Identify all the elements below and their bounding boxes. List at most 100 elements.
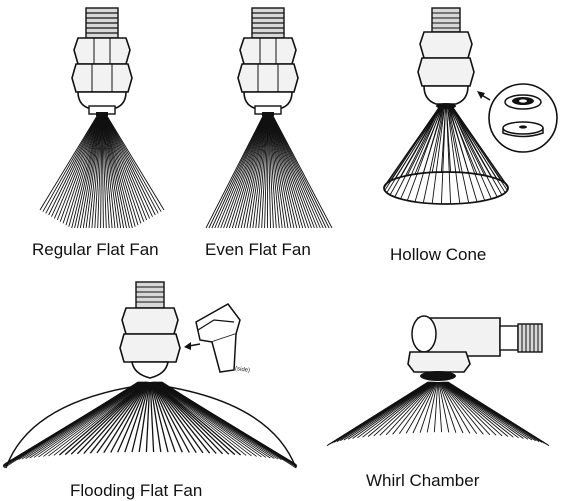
spray-envelope (5, 383, 297, 469)
spray-line (258, 115, 268, 229)
spray-line (449, 105, 486, 176)
spray-line (79, 115, 101, 229)
even-flat-fan-label: Even Flat Fan (205, 240, 311, 259)
spray-line (446, 105, 461, 204)
spray-line (431, 105, 446, 173)
spray-line (103, 381, 149, 454)
spray-line (96, 381, 148, 454)
spray-line (422, 105, 445, 203)
spray-line (271, 115, 321, 229)
spray-line (74, 115, 101, 229)
spray-line (102, 115, 110, 229)
spray-line (271, 115, 315, 229)
spray-line (151, 381, 183, 453)
spray-line (448, 105, 478, 175)
spray-line (439, 381, 464, 434)
spray-line (441, 381, 503, 437)
spray-line (440, 381, 484, 435)
spray-line (264, 115, 269, 229)
spray-line (442, 381, 509, 437)
spray-line (438, 381, 450, 433)
spray-line (85, 115, 102, 229)
spray-line (392, 381, 436, 435)
whirl-chamber-nozzle (407, 315, 543, 381)
spray-line (106, 115, 162, 212)
spray-line (155, 381, 257, 457)
spray-line (386, 105, 441, 184)
spray-line (51, 115, 99, 217)
spray-line (269, 115, 295, 229)
spray-line (270, 115, 307, 229)
spray-line (104, 115, 136, 227)
regular-flat-fan-spray (39, 115, 165, 229)
spray-line (104, 115, 142, 224)
spray-line (357, 381, 433, 439)
spray-line (246, 115, 267, 229)
spray-line (138, 381, 151, 453)
spray-line (440, 381, 491, 436)
whirl-chamber-spray (326, 381, 550, 447)
spray-line (161, 381, 297, 469)
spray-line (152, 381, 211, 454)
spray-line (442, 381, 514, 438)
spray-line (249, 115, 267, 229)
spray-line (234, 115, 266, 229)
spray-line (271, 115, 324, 229)
spray-line (103, 115, 133, 229)
spray-line (152, 381, 204, 454)
spray-line (156, 381, 275, 459)
whirl-chamber-label: Whirl Chamber (366, 471, 480, 490)
spray-line (83, 381, 148, 454)
spray-line (271, 115, 318, 229)
spray-line (71, 115, 101, 229)
spray-line (440, 105, 447, 173)
spray-line (446, 105, 461, 173)
spray-line (53, 115, 99, 219)
spray-line (105, 115, 153, 217)
spray-line (367, 381, 434, 437)
spray-line (150, 381, 169, 453)
spray-line (94, 115, 102, 229)
spray-line (62, 115, 100, 224)
spray-line (228, 115, 266, 229)
spray-line (441, 381, 497, 436)
spray-line (269, 115, 289, 229)
spray-line (68, 115, 100, 227)
even-flat-fan-spray (205, 115, 333, 229)
spray-line (105, 115, 148, 221)
spray-line (223, 115, 265, 229)
spray-line (217, 115, 265, 229)
flooding-flat-fan-detail (184, 303, 241, 373)
spray-line (117, 381, 149, 453)
spray-line (422, 105, 445, 174)
spray-line (267, 115, 274, 229)
spray-line (400, 105, 442, 178)
spray-line (104, 115, 145, 222)
spray-line (56, 115, 99, 221)
spray-line (149, 381, 155, 453)
spray-line (269, 115, 298, 229)
spray-line (405, 381, 437, 434)
spray-line (389, 105, 441, 182)
spray-line (268, 115, 280, 229)
spray-line (252, 115, 268, 229)
spray-line (48, 381, 145, 457)
spray-line (450, 105, 492, 178)
spray-line (389, 105, 441, 196)
spray-line (102, 115, 113, 229)
spray-line (100, 115, 103, 229)
spray-line (447, 105, 470, 174)
spray-line (398, 381, 436, 435)
spray-line (151, 381, 190, 453)
spray-line (105, 115, 151, 219)
spray-line (451, 105, 508, 186)
spray-line (155, 381, 252, 457)
hollow-cone-detail-inset (477, 83, 558, 153)
spray-line (379, 381, 435, 436)
spray-line (272, 115, 327, 229)
spray-line (431, 105, 446, 204)
spray-line (48, 115, 99, 216)
spray-line (152, 381, 217, 454)
spray-line (255, 115, 268, 229)
spray-line (153, 381, 230, 455)
